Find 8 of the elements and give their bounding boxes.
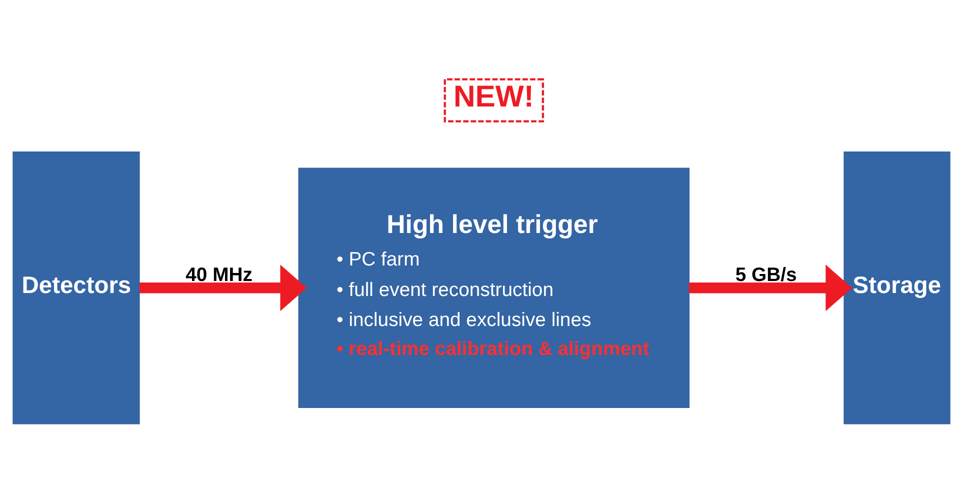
arrow: [689, 264, 852, 312]
edge-label: 40 MHz: [186, 264, 252, 286]
node-box: High level trigger • PC farm • full event reconstruction • inclusive and exclusive lines • real-time calibration & alignment: [298, 168, 690, 408]
node-box: Storage: [844, 152, 950, 424]
node-box: NEW!: [444, 78, 544, 122]
edge-label: 5 GB/s: [735, 264, 797, 286]
arrow: [140, 264, 307, 312]
node-box: Detectors: [12, 152, 140, 424]
